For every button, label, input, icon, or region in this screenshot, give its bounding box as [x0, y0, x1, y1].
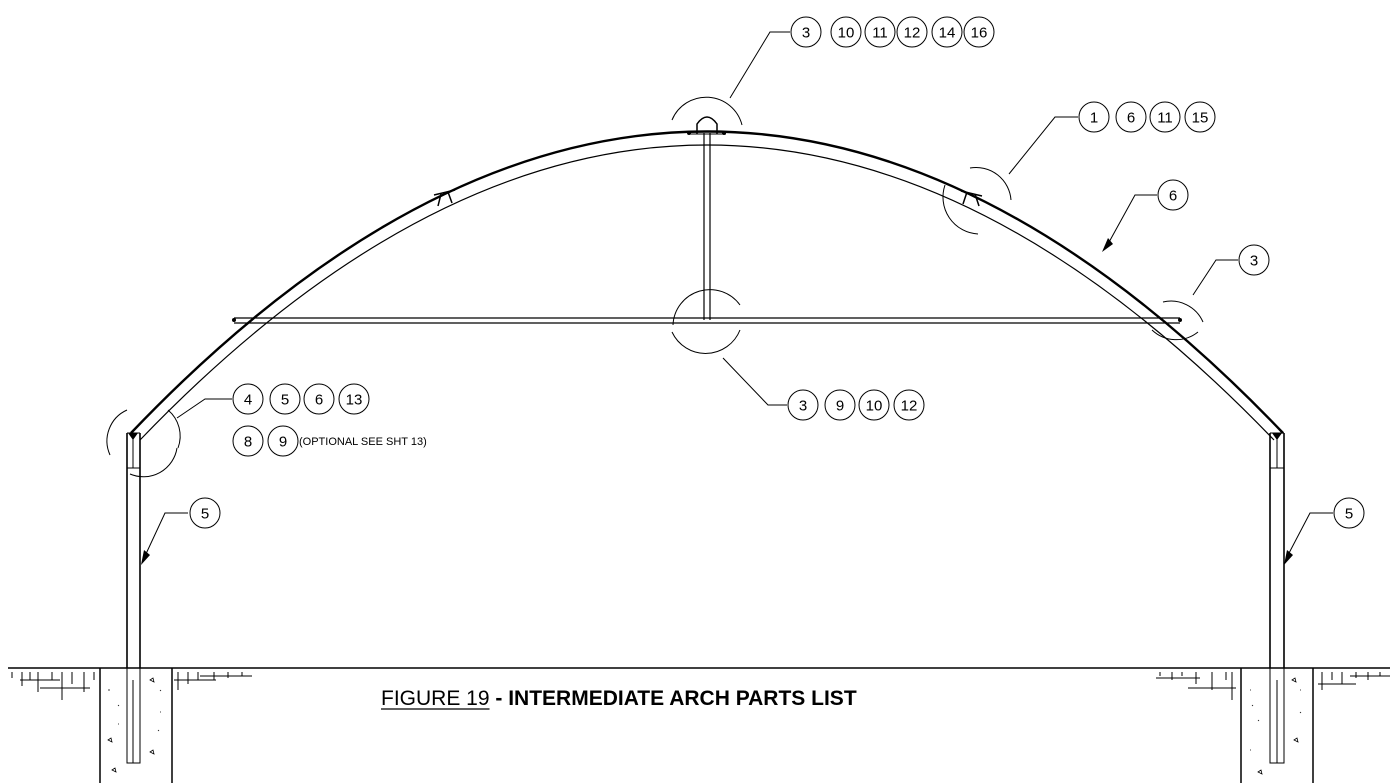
callout-left-post: 5	[189, 497, 221, 529]
callout-arch-member: 6	[1157, 179, 1189, 211]
callout-tie-center-1: 3	[799, 398, 807, 415]
leaders	[141, 31, 1333, 565]
callout-left-base-2: 5	[281, 392, 289, 409]
horizontal-tie	[232, 317, 1182, 324]
callout-purlin: 1 6 11 15	[1078, 101, 1216, 133]
apex-connector	[687, 116, 726, 135]
callout-purlin-1: 1	[1090, 110, 1098, 127]
detail-circles	[106, 96, 1204, 478]
callout-left-base-5: 8	[244, 434, 252, 451]
left-post	[126, 432, 141, 668]
callout-right-post: 5	[1333, 497, 1365, 529]
optional-note: (OPTIONAL SEE SHT 13)	[299, 436, 427, 448]
callout-right-tie-1: 3	[1250, 253, 1258, 270]
callout-left-base-4: 13	[346, 392, 363, 409]
callout-apex-5: 14	[939, 25, 956, 42]
callout-left-post-1: 5	[201, 506, 209, 523]
callout-tie-center-4: 12	[901, 398, 918, 415]
callout-apex-4: 12	[904, 25, 921, 42]
callout-right-tie: 3	[1238, 244, 1270, 276]
callout-tie-center: 3 9 10 12	[787, 389, 925, 421]
svg-text:FIGURE 19 - INTERMEDIATE ARCH: FIGURE 19 - INTERMEDIATE ARCH PARTS LIST	[381, 687, 857, 710]
callout-purlin-3: 11	[1157, 110, 1173, 127]
purlin-bracket-right	[960, 190, 983, 207]
callout-left-base-row2: 8 9 (OPTIONAL SEE SHT 13)	[232, 425, 427, 457]
callout-apex: 3 10 11 12 14 16	[790, 16, 995, 48]
callout-purlin-2: 6	[1127, 110, 1135, 127]
left-footing	[99, 667, 173, 783]
purlin-bracket-left	[433, 189, 456, 207]
callout-left-base-6: 9	[279, 434, 287, 451]
callout-left-base-1: 4	[244, 392, 252, 409]
callout-apex-1: 3	[802, 25, 810, 42]
callout-apex-2: 10	[838, 25, 855, 42]
callout-apex-3: 11	[872, 25, 888, 42]
figure-title-separator: -	[490, 687, 509, 710]
ground-line	[8, 667, 1390, 700]
callout-tie-center-2: 9	[836, 398, 844, 415]
figure-title-main: INTERMEDIATE ARCH PARTS LIST	[508, 687, 857, 710]
callout-left-base-3: 6	[315, 392, 323, 409]
right-post	[1269, 432, 1285, 668]
callout-right-post-1: 5	[1345, 506, 1353, 523]
king-post	[703, 133, 711, 320]
callout-arch-member-1: 6	[1169, 188, 1177, 205]
figure-title-prefix: FIGURE 19	[381, 687, 490, 710]
right-footing	[1240, 667, 1314, 783]
callout-tie-center-3: 10	[866, 398, 883, 415]
figure-title: FIGURE 19 - INTERMEDIATE ARCH PARTS LIST	[381, 687, 857, 710]
callout-left-base-row1: 4 5 6 13	[232, 383, 370, 415]
callout-purlin-4: 15	[1192, 110, 1209, 127]
arch-member	[130, 130, 1284, 441]
callout-apex-6: 16	[971, 25, 988, 42]
